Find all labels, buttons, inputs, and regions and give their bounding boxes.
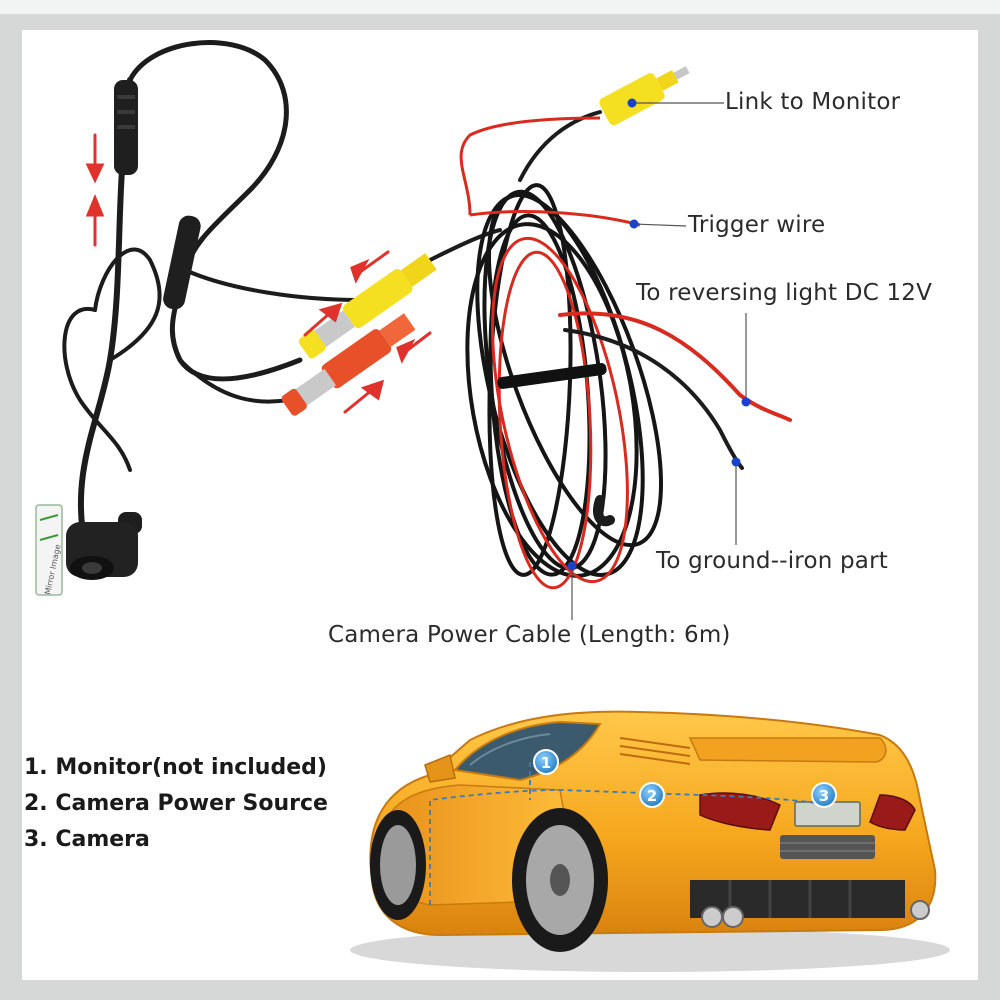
legend-item-camera: 3. Camera — [24, 827, 150, 852]
rca-connectors — [281, 253, 437, 416]
marker-2-number: 2 — [647, 787, 657, 805]
legend-list: 1. Monitor(not included) 2. Camera Power… — [24, 750, 328, 858]
legend-item-power-source: 2. Camera Power Source — [24, 791, 328, 816]
inline-connector — [114, 80, 201, 310]
connection-arrows — [85, 133, 432, 414]
callout-power-cable: Camera Power Cable (Length: 6m) — [328, 622, 731, 648]
callout-dots — [567, 98, 751, 571]
marker-3-number: 3 — [819, 787, 829, 805]
callout-link-to-monitor: Link to Monitor — [725, 89, 901, 115]
red-wire-coil — [459, 116, 641, 590]
callout-ground: To ground--iron part — [656, 548, 888, 574]
car-illustration — [350, 710, 950, 972]
marker-1-number: 1 — [541, 754, 551, 772]
camera-device — [35, 504, 142, 596]
marker-1: 1 — [533, 749, 559, 775]
monitor-rca-plug — [599, 66, 690, 126]
marker-3: 3 — [811, 782, 837, 808]
cable-tie — [497, 363, 607, 389]
power-leads — [558, 311, 792, 527]
top-strip — [0, 0, 1000, 14]
marker-2: 2 — [639, 782, 665, 808]
legend-item-monitor: 1. Monitor(not included) — [24, 755, 327, 780]
callout-reversing-light: To reversing light DC 12V — [636, 280, 933, 306]
callout-trigger-wire: Trigger wire — [688, 212, 826, 238]
camera-cable — [62, 40, 602, 548]
callout-leaders — [571, 102, 747, 620]
